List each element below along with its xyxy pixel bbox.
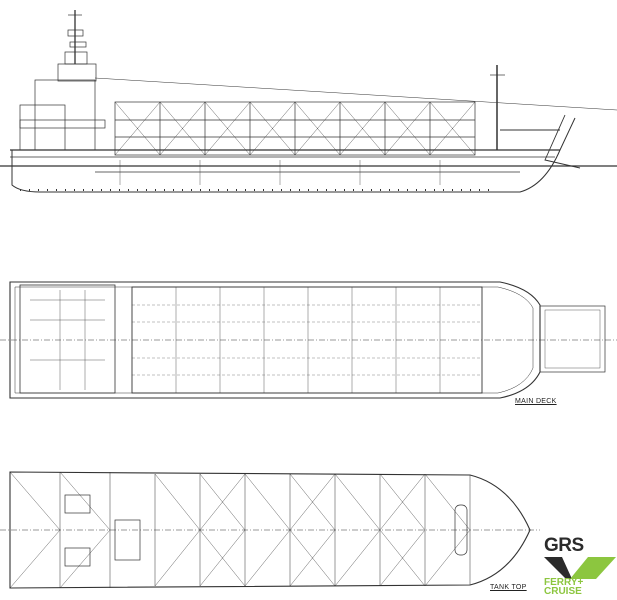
tank-top-label: TANK TOP — [490, 584, 527, 591]
logo-cruise: CRUISE — [544, 586, 582, 597]
logo-stripes-icon — [544, 557, 616, 579]
logo-ferry: FERRY+ — [544, 577, 584, 588]
grs-logo: GRS FERRY+ CRUISE — [540, 535, 617, 600]
container-stacks — [114, 101, 476, 156]
main-deck-plan — [0, 281, 617, 399]
logo-brand: GRS — [544, 535, 584, 556]
profile-view — [0, 10, 617, 193]
tank-top-plan — [0, 471, 540, 589]
main-deck-label: MAIN DECK — [515, 398, 557, 405]
